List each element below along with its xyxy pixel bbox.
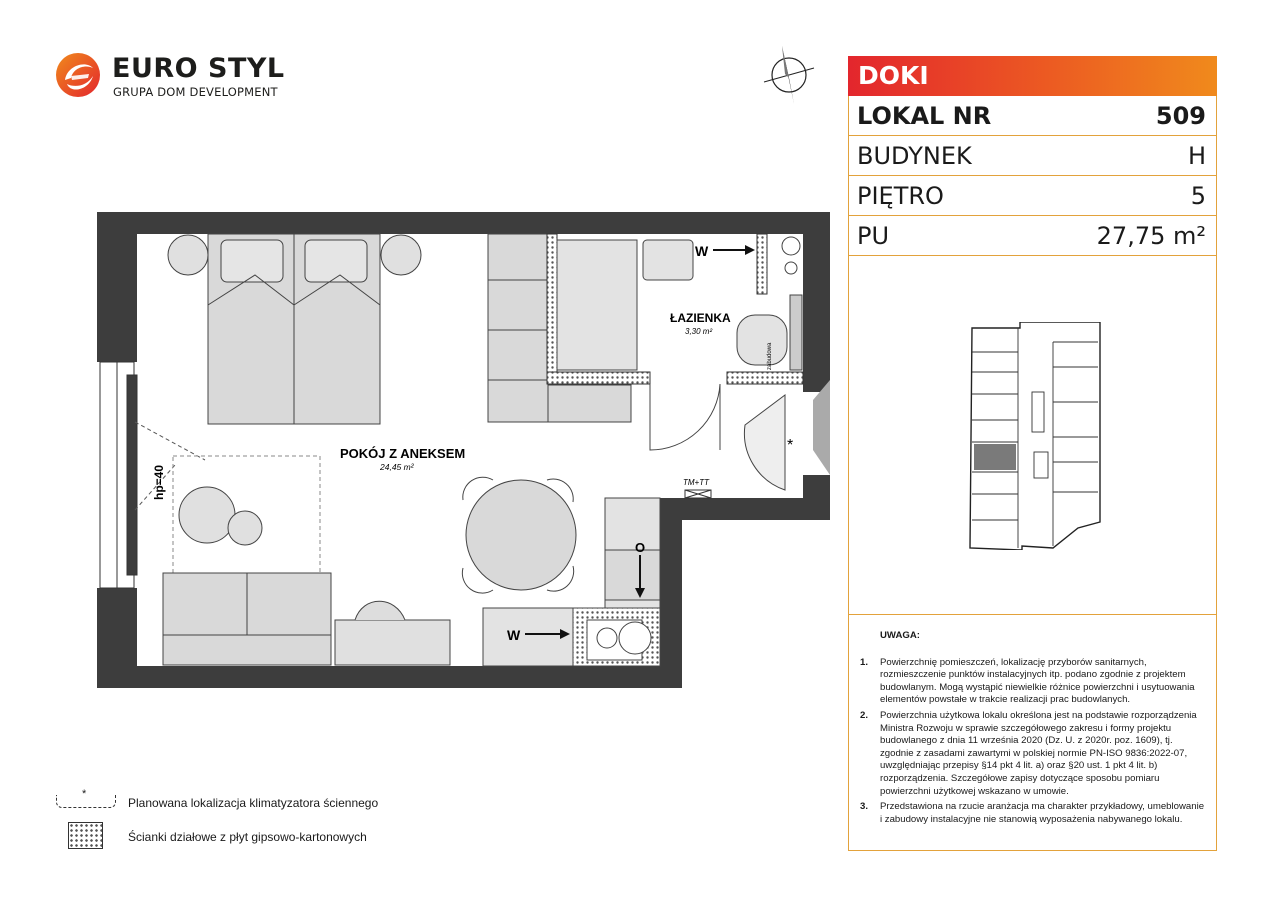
- row-value: 5: [1190, 182, 1206, 210]
- note-item: 3. Przedstawiona na rzucie aranżacja ma …: [860, 801, 1205, 826]
- floor-plan: * TM+TT W W O POKÓJ Z: [97, 212, 830, 688]
- row-label: PIĘTRO: [857, 182, 944, 210]
- room-bath-name: ŁAZIENKA: [670, 311, 731, 325]
- row-value: H: [1187, 142, 1206, 170]
- row-label: LOKAL NR: [857, 102, 992, 130]
- desk: [334, 600, 451, 666]
- row-area: PU 27,75 m²: [849, 216, 1216, 256]
- legend-ac-text: Planowana lokalizacja klimatyzatora ście…: [128, 796, 379, 810]
- w-marker-bath: W: [695, 243, 709, 259]
- dining-table: [461, 476, 577, 594]
- logo-subtitle: GRUPA DOM DEVELOPMENT: [113, 85, 278, 99]
- beds: [167, 233, 422, 425]
- notes: UWAGA: 1. Powierzchnię pomieszczeń, loka…: [860, 630, 1205, 829]
- note-text: Powierzchnia użytkowa lokalu określona j…: [880, 709, 1197, 797]
- row-value: 27,75 m²: [1096, 222, 1206, 250]
- note-number: 1.: [860, 656, 869, 668]
- bathroom-fixtures: [556, 236, 803, 371]
- logo-title: EURO STYL: [112, 53, 285, 84]
- note-item: 2. Powierzchnia użytkowa lokalu określon…: [860, 710, 1205, 798]
- window-left: [99, 361, 138, 589]
- vent-label: zabudowa: [767, 342, 773, 370]
- unit-highlight: [974, 444, 1016, 470]
- legend-ac-symbol: *: [82, 788, 87, 800]
- row-label: BUDYNEK: [857, 142, 972, 170]
- tm-tt-label: TM+TT: [683, 478, 710, 487]
- project-header: DOKI: [848, 56, 1217, 96]
- kitchen-top: [487, 233, 632, 423]
- euro-styl-logo-icon: [56, 53, 100, 97]
- legend-drywall-icon: [68, 822, 103, 849]
- notes-title: UWAGA:: [880, 630, 920, 641]
- panel-divider: [849, 614, 1216, 615]
- row-floor: PIĘTRO 5: [849, 176, 1216, 216]
- note-item: 1. Powierzchnię pomieszczeń, lokalizację…: [860, 657, 1205, 707]
- note-number: 3.: [860, 801, 869, 813]
- o-marker: O: [635, 540, 645, 555]
- note-text: Przedstawiona na rzucie aranżacja ma cha…: [880, 801, 1205, 825]
- project-name: DOKI: [858, 61, 929, 90]
- legend-drywall-text: Ścianki działowe z płyt gipsowo-kartonow…: [128, 830, 367, 844]
- kitchen-bottom: [482, 497, 661, 667]
- bathroom-walls: [546, 233, 804, 385]
- room-main-name: POKÓJ Z ANEKSEM: [340, 446, 465, 461]
- room-bath-area: 3,30 m²: [685, 327, 712, 336]
- legend-ac-icon: *: [56, 788, 116, 808]
- ac-symbol: *: [787, 437, 793, 454]
- hp-label: hp=40: [152, 465, 166, 500]
- w-marker-kitchen: W: [507, 627, 521, 643]
- row-value: 509: [1155, 102, 1206, 130]
- compass-icon: [763, 46, 815, 104]
- row-building: BUDYNEK H: [849, 136, 1216, 176]
- note-number: 2.: [860, 709, 869, 721]
- room-main-area: 24,45 m²: [379, 462, 415, 472]
- row-unit-number: LOKAL NR 509: [849, 96, 1216, 136]
- row-label: PU: [857, 222, 890, 250]
- outer-walls: [97, 212, 830, 688]
- sofa: [162, 572, 332, 666]
- note-text: Powierzchnię pomieszczeń, lokalizację pr…: [880, 656, 1195, 706]
- building-key-plan: [969, 322, 1101, 550]
